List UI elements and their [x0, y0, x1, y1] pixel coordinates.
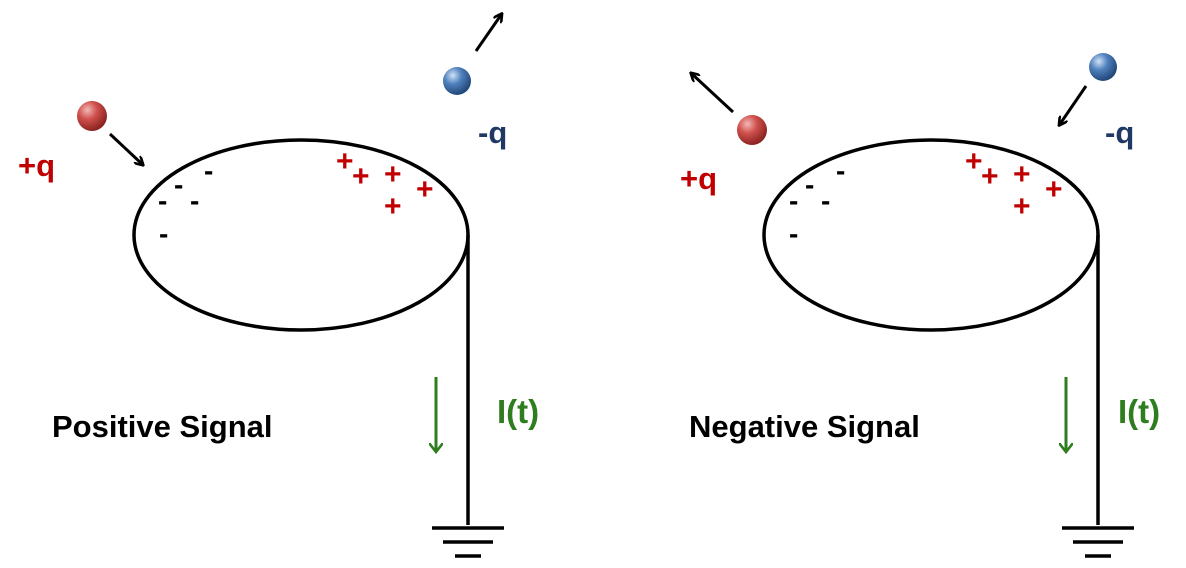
- left-panel: +q -q - - - - - + + + + + + I(t) Positiv…: [18, 15, 539, 558]
- induced-negative-charges: - - - - -: [789, 155, 845, 249]
- plus-q-label: +q: [680, 161, 717, 196]
- minus-q-label: -q: [1105, 115, 1134, 150]
- negative-charge-arrow-icon: [1060, 85, 1088, 124]
- ground-icon: [432, 526, 504, 558]
- minus-sign: -: [821, 185, 830, 216]
- plus-sign: +: [965, 145, 983, 178]
- minus-sign: -: [789, 185, 798, 216]
- minus-sign: -: [159, 218, 168, 249]
- plus-sign: +: [384, 158, 402, 191]
- plus-sign: +: [1013, 158, 1031, 191]
- induced-negative-charges: - - - - -: [158, 155, 213, 249]
- negative-charge-arrow-icon: [474, 15, 501, 52]
- positive-charge-arrow-icon: [692, 74, 735, 114]
- plus-q-label: +q: [18, 148, 55, 183]
- minus-sign: -: [174, 169, 183, 200]
- minus-sign: -: [805, 169, 814, 200]
- plus-sign: +: [981, 160, 999, 193]
- plus-sign: +: [1045, 173, 1063, 206]
- minus-sign: -: [204, 155, 213, 186]
- minus-sign: -: [190, 185, 199, 216]
- plus-sign: +: [384, 190, 402, 223]
- current-label: I(t): [497, 393, 539, 430]
- plus-sign: +: [416, 173, 434, 206]
- plus-sign: +: [336, 145, 354, 178]
- minus-sign: -: [158, 185, 167, 216]
- induced-positive-charges: + + + + + +: [965, 145, 1063, 223]
- positive-signal-title: Positive Signal: [52, 409, 273, 444]
- positive-charge-sphere-icon: [77, 101, 107, 131]
- negative-signal-title: Negative Signal: [689, 409, 920, 444]
- electrode-ellipse: [132, 138, 470, 332]
- induced-positive-charges: + + + + + +: [336, 145, 434, 223]
- ground-icon: [1062, 526, 1134, 558]
- plus-sign: +: [1013, 190, 1031, 223]
- plus-sign: +: [352, 160, 370, 193]
- minus-sign: -: [836, 155, 845, 186]
- negative-charge-sphere-icon: [1089, 53, 1117, 81]
- positive-charge-sphere-icon: [737, 115, 767, 145]
- positive-charge-arrow-icon: [108, 132, 142, 164]
- minus-sign: -: [789, 218, 798, 249]
- current-label: I(t): [1118, 393, 1160, 430]
- minus-q-label: -q: [478, 115, 507, 150]
- negative-charge-sphere-icon: [443, 67, 471, 95]
- right-panel: +q -q - - - - - + + + + + + I(t) Negativ…: [680, 53, 1160, 558]
